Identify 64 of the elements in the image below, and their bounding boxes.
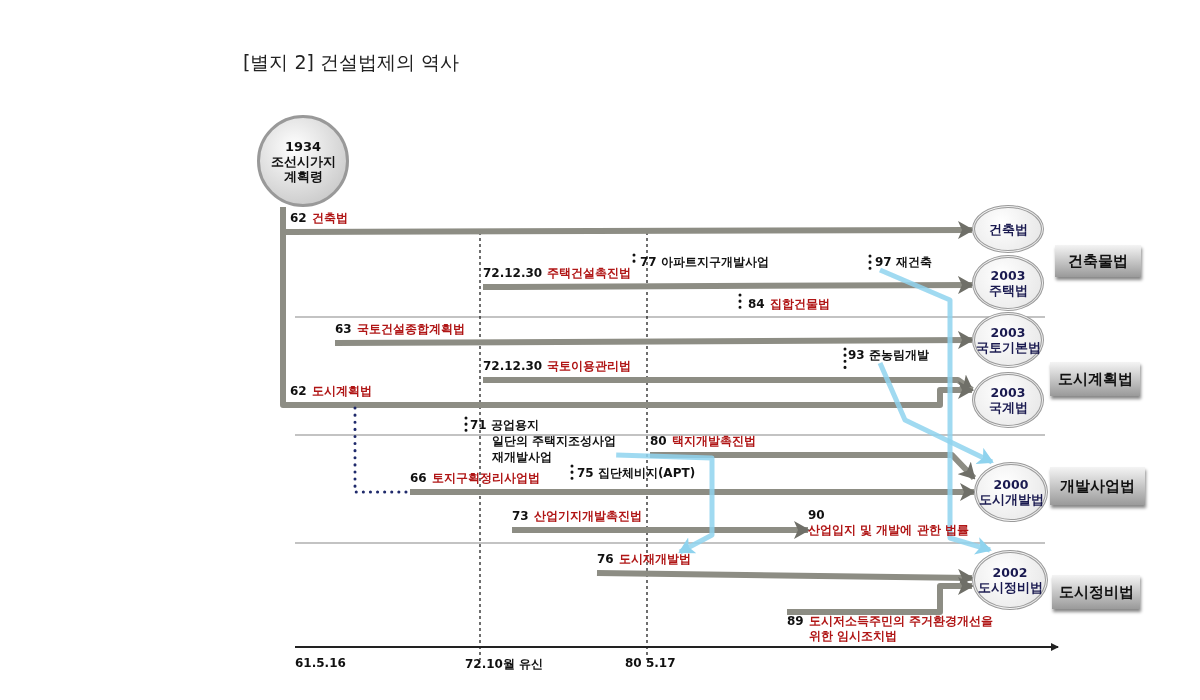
page-title: [별지 2] 건설법제의 역사 xyxy=(243,50,460,75)
event-note: 일단의 주택지조성사업 xyxy=(492,433,617,449)
law-name: 도시개발법 xyxy=(978,492,1044,507)
year-label: 63 xyxy=(335,322,352,336)
law-name: 주택법 xyxy=(988,283,1028,298)
arrow xyxy=(512,521,810,539)
axis-label: 61.5.16 xyxy=(295,656,346,670)
year-label: 73 xyxy=(512,509,529,523)
arrow xyxy=(616,452,715,555)
arrow xyxy=(483,276,974,295)
law-name: 택지개발촉진법 xyxy=(671,434,756,448)
arrow xyxy=(879,267,992,555)
law-name: 건축법 xyxy=(988,221,1028,237)
law-name: 산업입지 및 개발에 관한 법률 xyxy=(808,523,969,538)
law-name: 국토건설종합계획법 xyxy=(356,322,465,336)
axis-label: 80 5.17 xyxy=(625,656,676,670)
law-name: 국토기본법 xyxy=(975,340,1041,355)
year-label: 2003 xyxy=(990,385,1026,400)
law-name: 건축법 xyxy=(311,211,348,225)
event-note: 77 아파트지구개발사업 xyxy=(640,254,769,270)
axis-label: 72.10월 유신 xyxy=(465,656,544,673)
year-label: 2002 xyxy=(992,565,1028,580)
law-name: 국토이용관리법 xyxy=(547,359,632,373)
year-label: 76 xyxy=(597,552,614,566)
law-name: 산업기지개발촉진법 xyxy=(533,509,642,523)
year-label: 72.12.30 xyxy=(483,359,543,373)
law-circle xyxy=(974,462,1048,522)
arrow xyxy=(290,221,974,240)
arrow xyxy=(335,331,974,350)
arrow xyxy=(650,452,977,481)
arrow xyxy=(877,362,994,465)
year-label: 62 xyxy=(290,211,307,225)
year-label: 62 xyxy=(290,384,307,398)
law-name: 집합건물법 xyxy=(769,297,830,311)
arrow xyxy=(410,483,976,501)
arrow xyxy=(787,577,974,615)
year-label: 72.12.30 xyxy=(483,266,543,280)
law-name: 도시재개발법 xyxy=(618,552,691,566)
law-name: 국계법 xyxy=(988,400,1028,415)
year-label: 2000 xyxy=(993,477,1029,492)
event-note: 97 재건축 xyxy=(875,254,932,270)
law-name: 도시계획법 xyxy=(311,384,372,398)
year-label: 80 xyxy=(650,434,667,448)
category-banner: 도시계획법 xyxy=(1050,362,1140,396)
year-label: 84 xyxy=(748,297,765,311)
event-note: 재개발사업 xyxy=(492,449,553,465)
category-banner: 건축물법 xyxy=(1055,245,1141,277)
event-note: 75 집단체비지(APT) xyxy=(577,465,696,481)
event-note: 93 준농림개발 xyxy=(848,347,929,363)
year-label: 66 xyxy=(410,471,427,485)
category-banner: 개발사업법 xyxy=(1050,467,1145,505)
year-label: 2003 xyxy=(990,268,1026,283)
law-name: 조선시가지 계획령 xyxy=(269,153,337,184)
event-note: 71 공업용지 xyxy=(470,417,540,433)
year-label: 90 xyxy=(808,508,826,523)
law-name: 도시정비법 xyxy=(977,580,1043,595)
year-label: 89 xyxy=(787,614,804,628)
law-name: 도시저소득주민의 주거환경개선을 위한 임시조치법 xyxy=(808,614,994,644)
law-name: 토지구획정리사업법 xyxy=(431,471,540,485)
arrow xyxy=(290,381,974,408)
law-name: 주택건설촉진법 xyxy=(547,266,632,280)
year-label: 1934 xyxy=(284,138,322,154)
year-label: 2003 xyxy=(990,325,1026,340)
category-banner: 도시정비법 xyxy=(1052,575,1140,609)
